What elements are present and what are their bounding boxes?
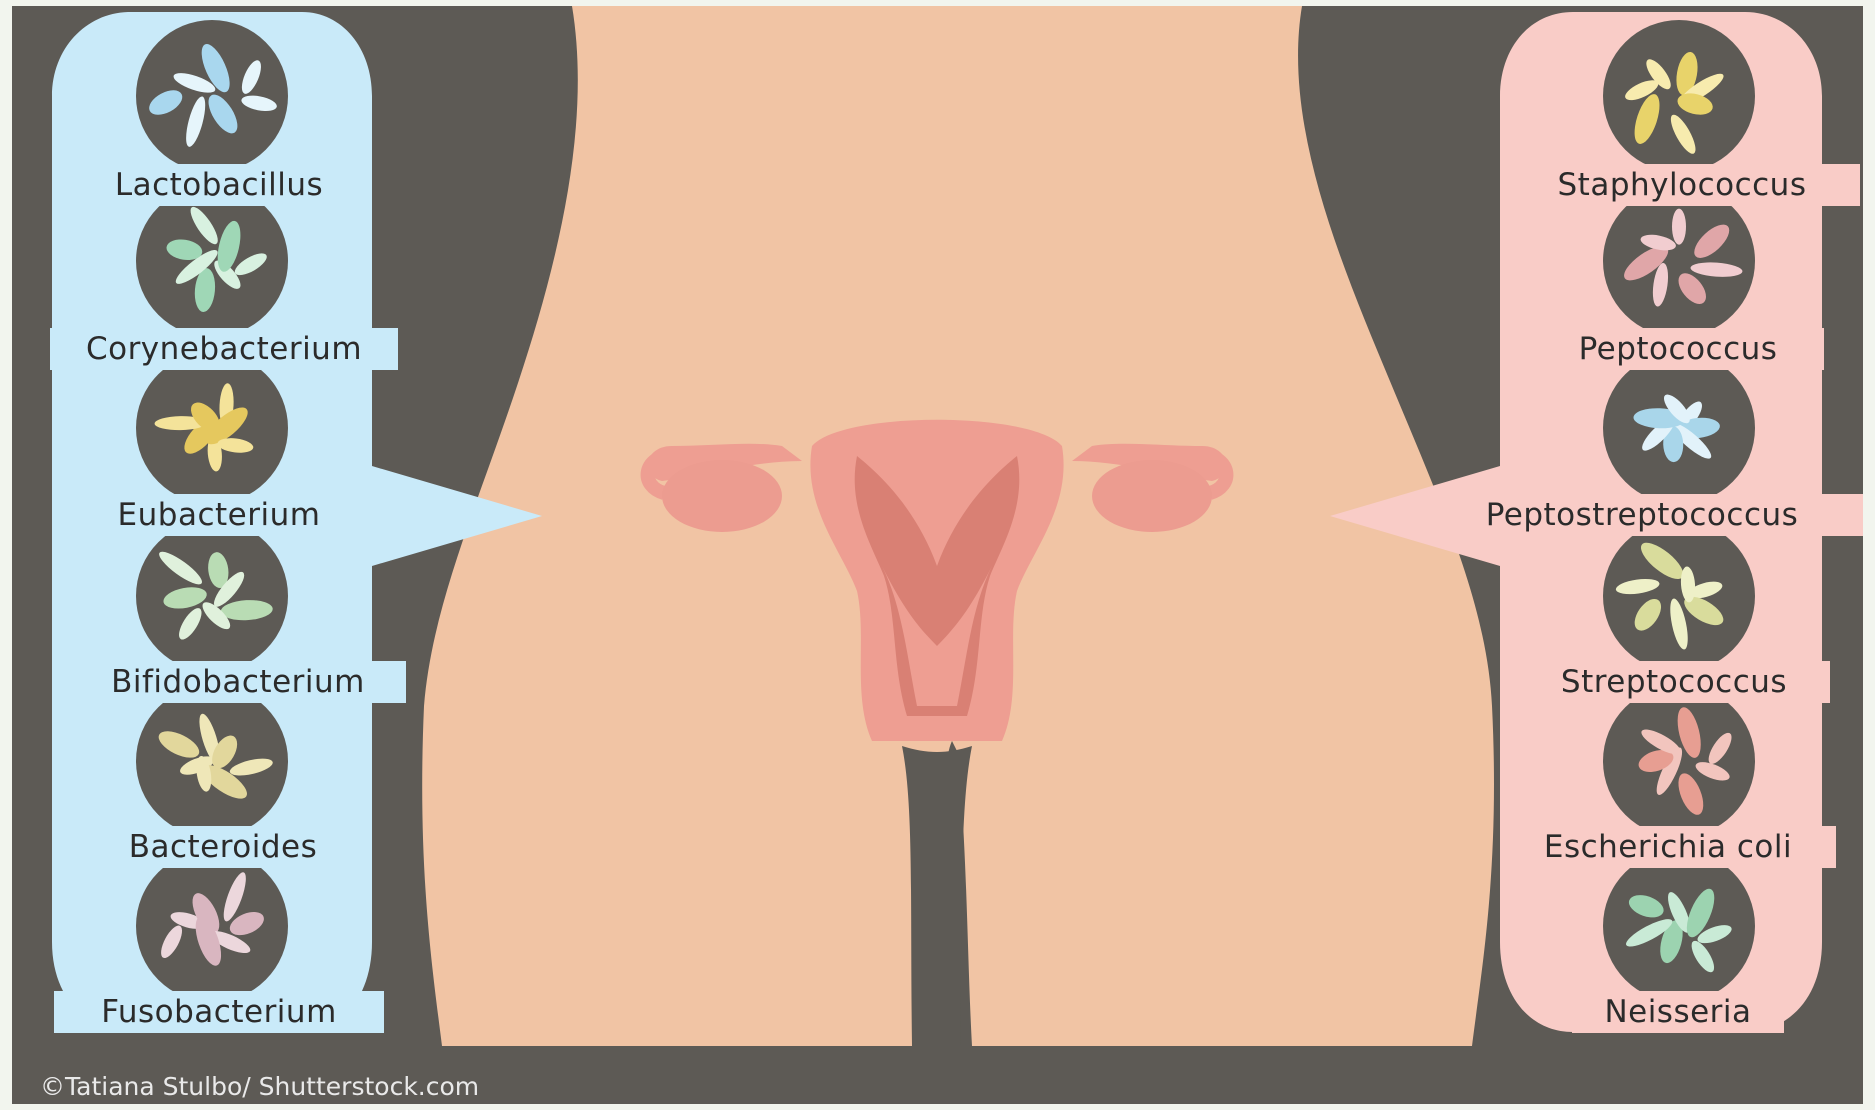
label-staphylococcus: Staphylococcus — [1504, 164, 1860, 206]
label-corynebacterium: Corynebacterium — [50, 328, 398, 370]
label-escherichia-coli: Escherichia coli — [1500, 826, 1836, 868]
label-streptococcus: Streptococcus — [1518, 661, 1830, 703]
right-ovary — [1092, 460, 1212, 532]
label-bifidobacterium: Bifidobacterium — [70, 661, 406, 703]
long-chain-cocci-icon — [1603, 520, 1755, 672]
image-credit: ©Tatiana Stulbo/ Shutterstock.com — [40, 1072, 479, 1101]
label-lactobacillus: Lactobacillus — [76, 164, 362, 206]
vaginal-canal — [902, 746, 972, 1046]
label-peptostreptococcus: Peptostreptococcus — [1412, 494, 1863, 536]
label-peptococcus: Peptococcus — [1532, 328, 1824, 370]
chain-cocci-icon — [1603, 185, 1755, 337]
label-bacteroides: Bacteroides — [92, 826, 354, 868]
label-fusobacterium: Fusobacterium — [54, 991, 384, 1033]
chain-cocci-shape — [1672, 209, 1686, 245]
left-ovary — [662, 460, 782, 532]
label-neisseria: Neisseria — [1572, 991, 1784, 1033]
label-eubacterium: Eubacterium — [90, 494, 348, 536]
branched-bacteria-icon — [136, 520, 288, 672]
